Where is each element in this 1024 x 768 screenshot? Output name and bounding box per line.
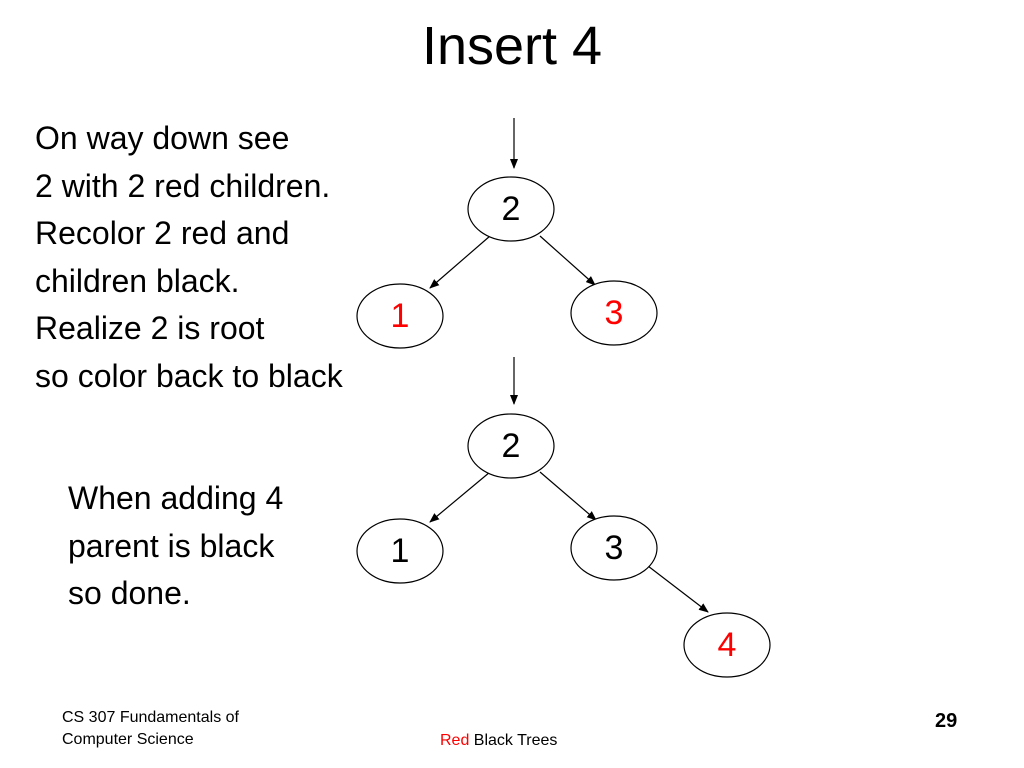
edge-2-3 (539, 471, 597, 521)
edge-2-1 (429, 471, 491, 523)
bottom-text-line: parent is black (68, 527, 275, 564)
edge-2-1 (429, 235, 491, 289)
node-label: 3 (605, 529, 624, 567)
tree-node-2: 2 (467, 413, 555, 479)
top-text-line: On way down see (35, 120, 290, 156)
node-label: 1 (391, 532, 410, 570)
edge-3-4 (647, 565, 709, 613)
footer-course-line: Computer Science (62, 731, 194, 748)
node-label: 2 (502, 190, 521, 228)
bottom-text-line: When adding 4 (68, 480, 284, 516)
top-explanation: On way down see 2 with 2 red children. R… (35, 115, 343, 400)
tree-node-2: 2 (467, 176, 555, 242)
node-label: 1 (391, 297, 410, 335)
top-text-line: Realize 2 is root (35, 310, 265, 346)
tree-node-1: 1 (356, 283, 444, 349)
top-text-line: 2 with 2 red children. (35, 167, 331, 204)
edge-2-3 (539, 235, 596, 286)
tree-node-3: 3 (570, 280, 658, 346)
node-label: 3 (605, 294, 624, 332)
slide-title: Insert 4 (421, 16, 603, 76)
node-label: 2 (502, 427, 521, 465)
footer-topic: Red Black Trees (440, 730, 557, 752)
top-tree: 2 1 3 (356, 118, 658, 349)
top-text-line: children black. (35, 262, 240, 299)
bottom-explanation: When adding 4 parent is black so done. (68, 475, 283, 618)
footer-topic-red-word: Red (440, 732, 470, 749)
bottom-tree: 2 1 3 4 (356, 357, 771, 678)
tree-node-4: 4 (683, 612, 771, 678)
top-text-line: Recolor 2 red and (35, 215, 290, 251)
bottom-text-line: so done. (68, 575, 191, 611)
page-number: 29 (935, 710, 958, 732)
footer-course: CS 307 Fundamentals of Computer Science (62, 707, 239, 751)
tree-node-3: 3 (570, 515, 658, 581)
footer-topic-rest: Black Trees (469, 732, 558, 749)
node-label: 4 (718, 626, 737, 664)
footer-course-line: CS 307 Fundamentals of (62, 709, 239, 726)
tree-node-1: 1 (356, 518, 444, 584)
top-text-line: so color back to black (35, 357, 343, 394)
